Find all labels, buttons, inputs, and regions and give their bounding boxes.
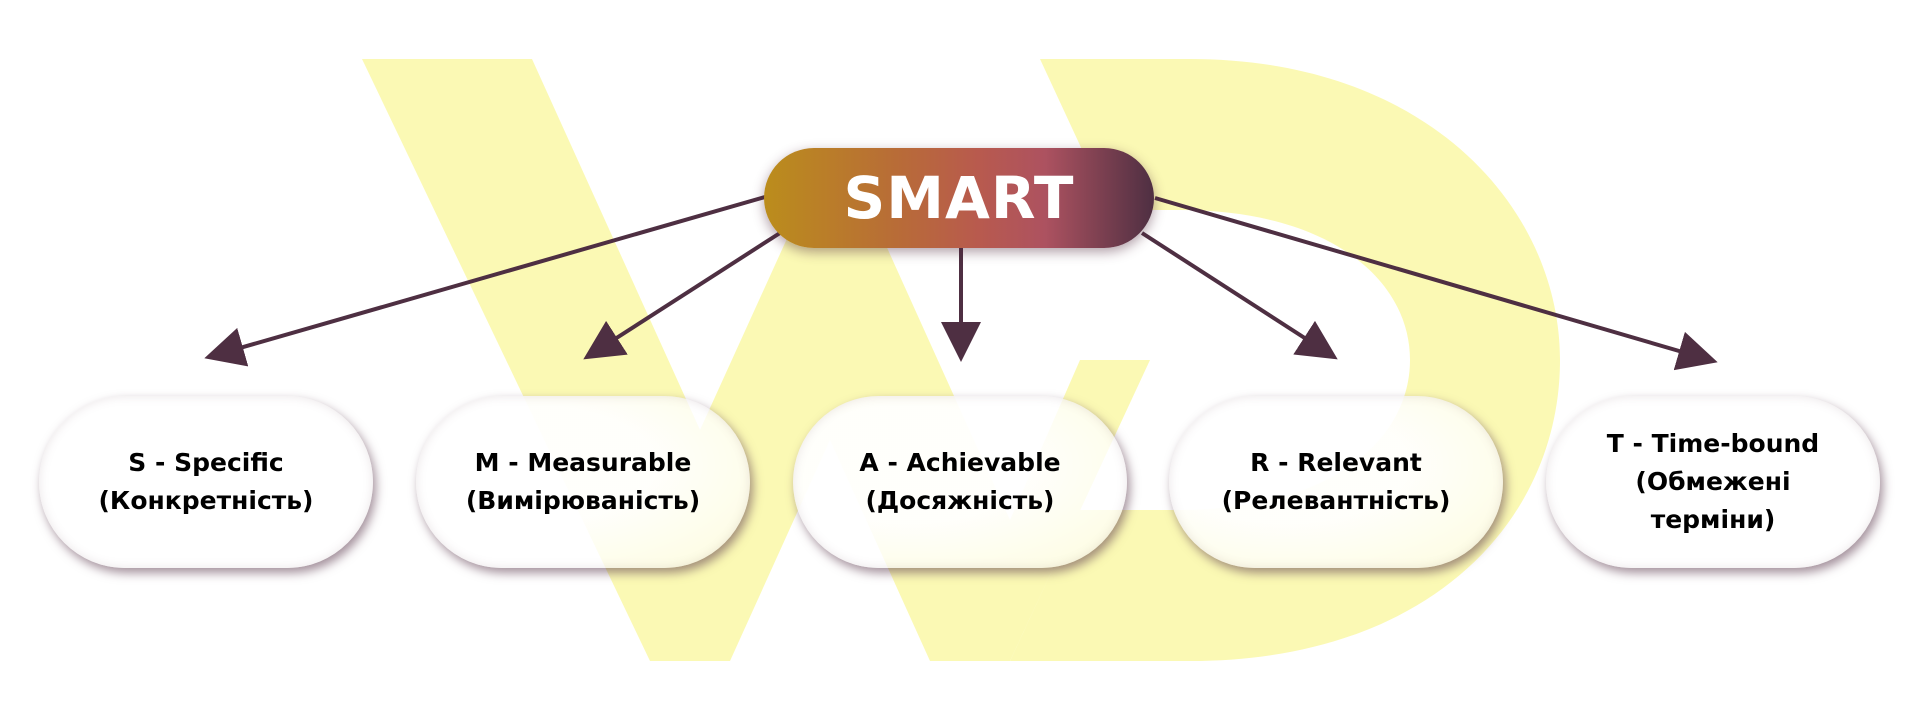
node-relevant: R - Relevant (Релевантність) <box>1169 396 1503 568</box>
node-achievable: A - Achievable (Досяжність) <box>793 396 1127 568</box>
arrow-to-time-bound <box>1154 196 1718 371</box>
node-translation: (Обмежені <box>1635 467 1791 496</box>
arrow-to-specific <box>204 195 766 367</box>
node-measurable: M - Measurable (Вимірюваність) <box>416 396 750 568</box>
node-translation: (Релевантність) <box>1221 486 1451 515</box>
arrow-to-relevant <box>1140 231 1338 360</box>
node-title: T - Time-bound <box>1606 429 1820 458</box>
arrow-to-measurable <box>583 231 782 360</box>
node-time-bound: T - Time-bound (Обмежені терміни) <box>1546 396 1880 568</box>
node-translation: (Досяжність) <box>865 486 1055 515</box>
root-label: SMART <box>843 164 1075 232</box>
node-title: M - Measurable <box>474 448 692 477</box>
smart-root-node: SMART <box>764 148 1154 248</box>
node-translation-cont: терміни) <box>1650 505 1776 534</box>
node-translation: (Вимірюваність) <box>465 486 701 515</box>
node-title: A - Achievable <box>859 448 1061 477</box>
connectors <box>204 195 1718 371</box>
node-specific: S - Specific (Конкретність) <box>39 396 373 568</box>
node-title: S - Specific <box>128 448 284 477</box>
node-title: R - Relevant <box>1250 448 1422 477</box>
node-translation: (Конкретність) <box>98 486 314 515</box>
